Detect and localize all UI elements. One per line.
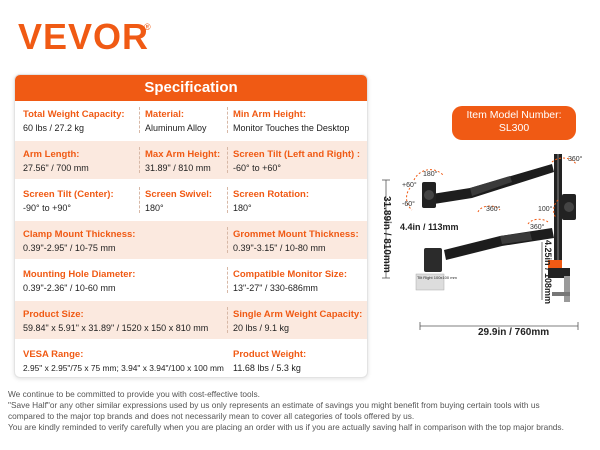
disclaimer-line: We continue to be committed to provide y… — [8, 389, 260, 399]
spec-divider — [227, 307, 228, 333]
spec-value: 180° — [145, 203, 164, 213]
spec-label: Min Arm Height: — [233, 109, 307, 120]
spec-row: Arm Length: 27.56" / 700 mm Max Arm Heig… — [15, 141, 367, 179]
angle-label: 180° — [423, 171, 438, 178]
base-height-label: 4.25in / 108mm — [543, 240, 553, 305]
spec-label: Grommet Mount Thickness: — [233, 229, 359, 240]
monitor-arm-diagram — [382, 154, 579, 330]
spec-value: 0.39"-3.15" / 10-80 mm — [233, 243, 326, 253]
arm-offset-label: 4.4in / 113mm — [400, 222, 459, 232]
spec-value: 31.89" / 810 mm — [145, 163, 211, 173]
spec-value: 0.39"-2.36" / 10-60 mm — [23, 283, 116, 293]
angle-label: 100° — [538, 206, 553, 213]
spec-label: Material: — [145, 109, 185, 120]
spec-row: Clamp Mount Thickness: 0.39"-2.95" / 10-… — [15, 221, 367, 259]
spec-row: Total Weight Capacity: 60 lbs / 27.2 kg … — [15, 101, 367, 139]
angle-label: 360° — [530, 224, 545, 231]
spec-row: Screen Tilt (Center): -90° to +90° Scree… — [15, 181, 367, 219]
lower-arm — [444, 228, 554, 260]
spec-label: Product Weight: — [233, 349, 307, 360]
angle-label: 360° — [568, 156, 583, 163]
vevor-logo: VEVOR — [18, 16, 150, 57]
spec-value: Monitor Touches the Desktop — [233, 123, 350, 133]
spec-row: Product Size: 59.84" x 5.91" x 31.89" / … — [15, 301, 367, 339]
spec-divider — [227, 147, 228, 173]
disclaimer-line: "Save Half"or any other similar expressi… — [8, 400, 540, 410]
vesa-plate-bottom-left — [424, 248, 442, 272]
spec-divider — [139, 107, 140, 133]
spec-row: VESA Range: 2.95" x 2.95"/75 x 75 mm; 3.… — [15, 341, 367, 377]
spec-label: Clamp Mount Thickness: — [23, 229, 136, 240]
disclaimer-line: You are kindly reminded to verify carefu… — [8, 422, 564, 432]
spec-divider — [227, 227, 228, 253]
width-dimension-label: 29.9in / 760mm — [478, 327, 550, 338]
item-model-badge: Item Model Number: SL300 — [452, 106, 576, 140]
spec-label: Screen Swivel: — [145, 189, 213, 200]
spec-row: Mounting Hole Diameter: 0.39"-2.36" / 10… — [15, 261, 367, 299]
spec-divider — [227, 267, 228, 293]
spec-label: Screen Rotation: — [233, 189, 310, 200]
model-number-value: SL300 — [498, 122, 530, 134]
spec-label: Compatible Monitor Size: — [233, 269, 347, 280]
spec-divider — [227, 107, 228, 133]
specification-header: Specification — [15, 75, 367, 101]
spec-value: -90° to +90° — [23, 203, 71, 213]
spec-value: 2.95" x 2.95"/75 x 75 mm; 3.94" x 3.94"/… — [23, 363, 224, 373]
spec-value: 20 lbs / 9.1 kg — [233, 323, 290, 333]
spec-label: Screen Tilt (Center): — [23, 189, 114, 200]
spec-value: 59.84" x 5.91" x 31.89" / 1520 x 150 x 8… — [23, 323, 209, 333]
spec-divider — [139, 147, 140, 173]
spec-value: Aluminum Alloy — [145, 123, 207, 133]
spec-divider — [139, 187, 140, 213]
spec-value: 180° — [233, 203, 252, 213]
spec-value: -60° to +60° — [233, 163, 281, 173]
spec-value: 27.56" / 700 mm — [23, 163, 89, 173]
spec-label: Mounting Hole Diameter: — [23, 269, 136, 280]
disclaimer-text: We continue to be committed to provide y… — [8, 389, 598, 433]
angle-label: +60° — [402, 182, 417, 189]
spec-divider — [227, 187, 228, 213]
spec-label: Total Weight Capacity: — [23, 109, 125, 120]
specification-table: Specification Total Weight Capacity: 60 … — [14, 74, 368, 378]
spec-value: 0.39"-2.95" / 10-75 mm — [23, 243, 116, 253]
spec-value: 60 lbs / 27.2 kg — [23, 123, 85, 133]
registered-mark: ® — [144, 22, 151, 32]
spec-label: Product Size: — [23, 309, 84, 320]
spec-label: Max Arm Height: — [145, 149, 221, 160]
spec-value: 11.68 lbs / 5.3 kg — [233, 363, 301, 373]
spec-label: Screen Tilt (Left and Right) : — [233, 149, 361, 160]
spec-value: 13"-27" / 330-686mm — [233, 283, 318, 293]
spec-label: Arm Length: — [23, 149, 80, 160]
disclaimer-line: compared to the major top brands and doe… — [8, 411, 415, 421]
height-dimension-label: 31.89in / 810mm — [381, 196, 392, 273]
spec-label: VESA Range: — [23, 349, 84, 360]
angle-label: 360° — [486, 206, 501, 213]
monitor-tag: Tilt Right 100x100 mm — [417, 275, 457, 280]
model-number-label: Item Model Number: — [466, 109, 562, 121]
desk-clamp — [548, 268, 570, 278]
spec-label: Single Arm Weight Capacity: — [233, 309, 363, 320]
angle-label: -60° — [402, 201, 415, 208]
